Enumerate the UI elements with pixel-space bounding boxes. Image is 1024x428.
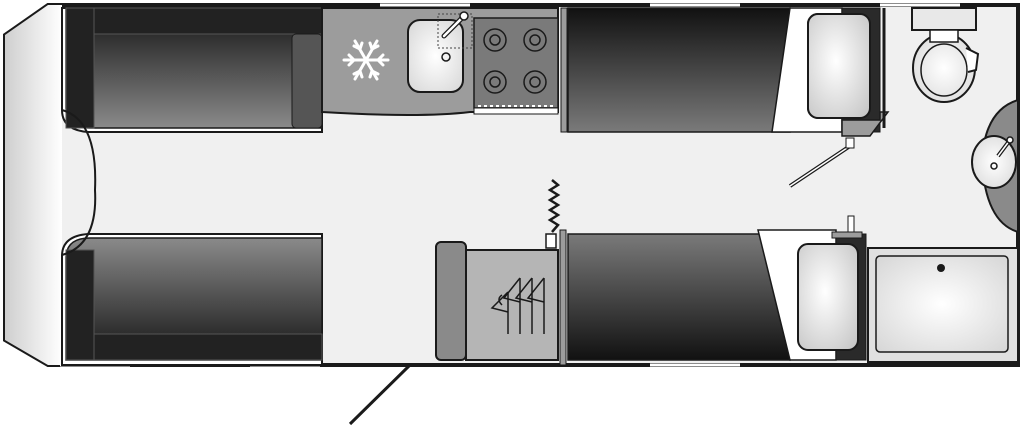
bed-top — [567, 7, 791, 133]
bed-bottom — [567, 233, 791, 361]
washbasin-icon — [971, 98, 1019, 234]
shower-tray-icon — [867, 247, 1019, 363]
kitchen-worktop — [321, 7, 568, 133]
hanger-icon — [490, 277, 545, 334]
pillow-bottom — [797, 243, 859, 351]
sink-icon — [407, 11, 473, 93]
toilet-icon — [911, 7, 980, 103]
washroom — [867, 7, 1019, 363]
front-lounge — [61, 7, 323, 366]
wardrobe — [435, 179, 567, 366]
entrance-door — [348, 363, 435, 426]
mid-bedroom — [567, 7, 890, 361]
snowflake-icon — [342, 39, 390, 81]
radiator-icon — [547, 179, 561, 233]
hob-icon — [473, 17, 559, 115]
